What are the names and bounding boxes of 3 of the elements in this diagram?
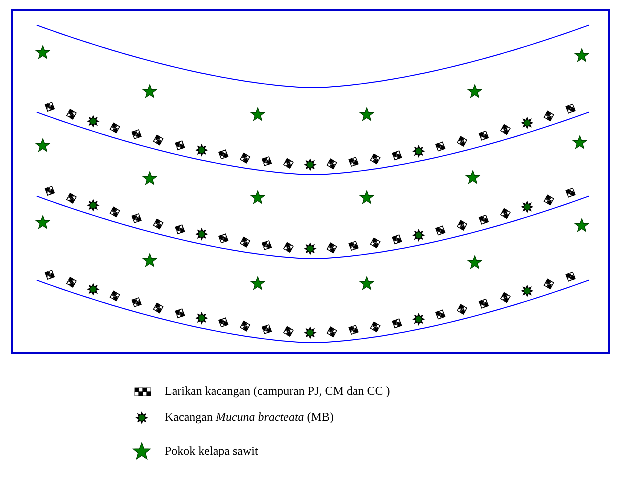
legend-label: Pokok kelapa sawit	[165, 444, 258, 458]
legend-label: Larikan kacangan (campuran PJ, CM dan CC )	[165, 384, 390, 398]
legend-label: Kacangan Mucuna bracteata (MB)	[165, 410, 334, 424]
